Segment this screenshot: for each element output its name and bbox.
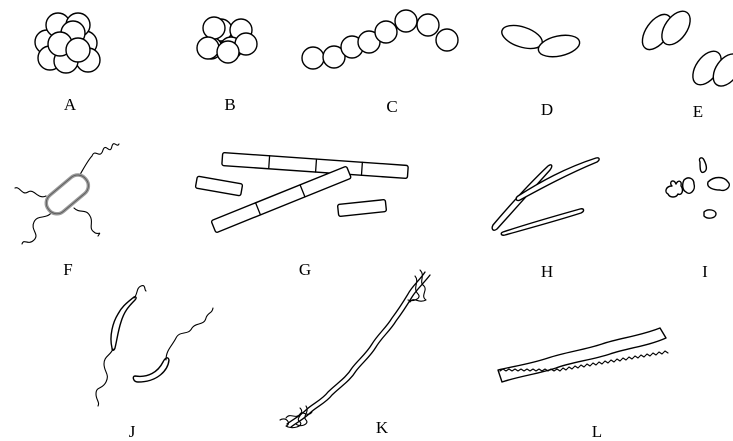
panel-a-label: A xyxy=(64,95,77,114)
panel-l-wavy-filament xyxy=(498,328,668,382)
panel-d-diplococci xyxy=(499,21,582,60)
panel-e-label: E xyxy=(693,102,703,121)
panel-k-label: K xyxy=(376,418,389,437)
panel-g-bacilli xyxy=(195,153,408,233)
panel-c-label: C xyxy=(386,97,397,116)
panel-g-label: G xyxy=(299,260,311,279)
panel-l-label: L xyxy=(592,422,602,441)
panel-f-flagellated-rod xyxy=(15,144,119,244)
panel-h-fusiform-rods xyxy=(492,158,599,235)
panel-k-spirochete xyxy=(280,270,430,428)
panel-j-spirilla xyxy=(96,286,213,406)
panel-d-label: D xyxy=(541,100,553,119)
panel-c-chain-cocci xyxy=(302,10,458,69)
panel-j-label: J xyxy=(129,422,136,441)
panel-b-sarcina xyxy=(197,17,257,63)
panel-e-paired-ovals xyxy=(637,6,733,91)
panel-i-pleomorphic xyxy=(666,158,729,218)
panel-f-label: F xyxy=(63,260,72,279)
panel-i-label: I xyxy=(702,262,708,281)
panel-a-cluster-cocci xyxy=(35,13,100,73)
panel-b-label: B xyxy=(224,95,235,114)
panel-h-label: H xyxy=(541,262,553,281)
